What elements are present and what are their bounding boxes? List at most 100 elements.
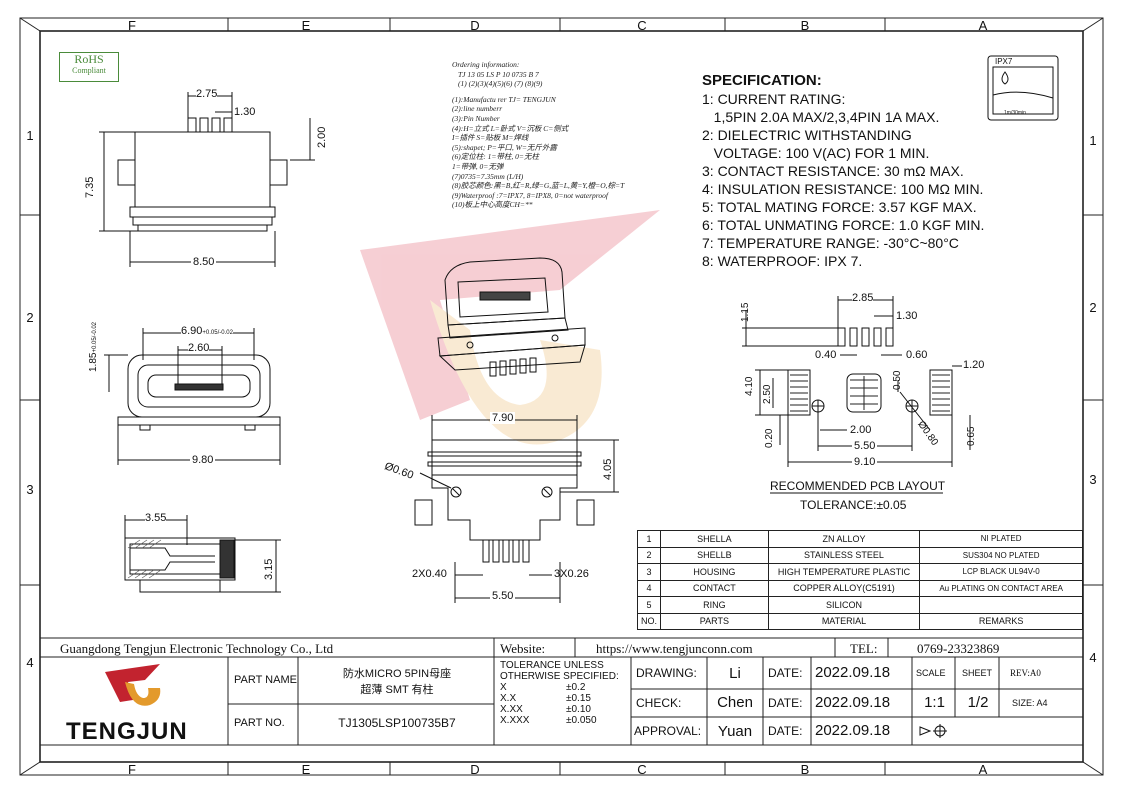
drawing-value: Li xyxy=(729,665,741,682)
scale-value: 1:1 xyxy=(924,694,945,711)
website-label: Website: xyxy=(500,641,546,656)
scale-label: SCALE xyxy=(916,668,946,678)
spec-line: 8: WATERPROOF: IPX 7. xyxy=(702,253,863,269)
grid-row-left-3: 3 xyxy=(26,482,34,497)
rohs-subtitle: Compliant xyxy=(72,66,106,75)
approval-symbol xyxy=(919,724,947,738)
tel-label: TEL: xyxy=(850,641,878,656)
grid-col-top-4: C xyxy=(637,18,647,33)
spec-line: 3: CONTACT RESISTANCE: 30 mΩ MAX. xyxy=(702,163,964,179)
ordering-line: (4):H=立式 L=卧式 V=沉板 C=侧式 xyxy=(452,123,569,133)
dim-185-value: 1.85 xyxy=(88,352,99,372)
bom-cell-part: RING xyxy=(660,596,769,614)
dim-275: 2.75 xyxy=(196,88,218,100)
spec-line: 4: INSULATION RESISTANCE: 100 MΩ MIN. xyxy=(702,181,984,197)
pcb-dim-200: 2.00 xyxy=(850,424,872,436)
bom-cell-no: 1 xyxy=(636,530,662,548)
tolerance-row: X.X±0.15 xyxy=(500,693,619,704)
tolerance-title-1: TOLERANCE UNLESS xyxy=(500,660,604,671)
pcb-dim-115: 1.15 xyxy=(740,302,751,322)
sheet-label: SHEET xyxy=(962,668,993,678)
bom-cell-no: 3 xyxy=(636,563,662,581)
ordering-index: (1) (2)(3)(4)(5)(6) (7) (8)(9) xyxy=(458,79,543,89)
bom-cell-material: COPPER ALLOY(C5191) xyxy=(767,579,921,597)
tolerance-row: X±0.2 xyxy=(500,682,619,693)
grid-row-left-1: 1 xyxy=(26,128,34,143)
revision: REV:A0 xyxy=(1010,668,1041,678)
grid-row-right-2: 2 xyxy=(1089,300,1097,315)
drawing-label: DRAWING: xyxy=(636,666,697,680)
inner-frame xyxy=(39,30,1084,763)
spec-title: SPECIFICATION: xyxy=(702,72,822,89)
tolerance-row: X.XX±0.10 xyxy=(500,704,619,715)
tolerance-key: X.XXX xyxy=(500,715,530,726)
date-value-1: 2022.09.18 xyxy=(815,664,891,681)
brand-name: TENGJUN xyxy=(66,718,188,745)
dim-690: 6.90+0.05/-0.02 xyxy=(181,325,233,337)
tolerance-value: ±0.10 xyxy=(566,704,591,715)
bom-cell-material: STAINLESS STEEL xyxy=(767,546,921,564)
pcb-dim-285: 2.85 xyxy=(852,292,874,304)
outer-frame xyxy=(19,17,1104,776)
ordering-line: (1):Manufactu rer TJ= TENGJUN xyxy=(452,94,556,104)
sheet-size: SIZE: A4 xyxy=(1012,698,1048,708)
title-block-grid xyxy=(40,637,1083,746)
sheet-value: 1/2 xyxy=(967,694,989,711)
dim-130: 1.30 xyxy=(234,106,256,118)
tolerance-key: X.X xyxy=(500,693,517,704)
grid-col-top-2: E xyxy=(301,18,311,33)
dim-980: 9.80 xyxy=(190,454,216,466)
website-link[interactable]: https://www.tengjunconn.com xyxy=(596,641,753,656)
dim-790: 7.90 xyxy=(490,412,516,424)
specification: SPECIFICATION: 1: CURRENT RATING: 1,5PIN… xyxy=(702,72,984,270)
spec-line: 1: CURRENT RATING: xyxy=(702,91,846,107)
ordering-line: I=插件 S=贴板 M=焊线 xyxy=(452,133,529,143)
tolerance-value: ±0.2 xyxy=(566,682,586,693)
bom-cell-remarks xyxy=(919,596,1083,614)
date-value-2: 2022.09.18 xyxy=(815,694,891,711)
grid-row-left-2: 2 xyxy=(26,310,34,325)
pcb-layout xyxy=(742,296,971,467)
approval-value: Yuan xyxy=(717,723,753,740)
dim-405: 4.05 xyxy=(602,458,614,480)
dim-260: 2.60 xyxy=(188,342,210,354)
date-value-3: 2022.09.18 xyxy=(815,722,891,739)
ipx-sublabel: 1m/30min xyxy=(1004,110,1026,116)
grid-row-right-1: 1 xyxy=(1089,133,1097,148)
date-label-3: DATE: xyxy=(768,724,803,738)
grid-row-left-4: 4 xyxy=(26,655,34,670)
check-value: Chen xyxy=(717,694,753,711)
rohs-badge: RoHS Compliant xyxy=(59,52,119,82)
pcb-dim-060: 0.60 xyxy=(906,349,928,361)
date-label-1: DATE: xyxy=(768,666,803,680)
grid-row-right-4: 4 xyxy=(1089,650,1097,665)
side-section-hatch xyxy=(127,539,162,579)
pcb-dim-120: 1.20 xyxy=(963,359,985,371)
part-name-line-1: 防水MICRO 5PIN母座 xyxy=(342,668,452,680)
part-no-value: TJ1305LSP100735B7 xyxy=(338,716,456,730)
grid-col-bottom-3: D xyxy=(470,762,480,777)
dim-850: 8.50 xyxy=(191,256,217,268)
spec-line: VOLTAGE: 100 V(AC) FOR 1 MIN. xyxy=(702,145,930,161)
spec-line: 7: TEMPERATURE RANGE: -30°C~80°C xyxy=(702,235,959,251)
pcb-dim-065: 0.65 xyxy=(966,426,977,446)
pcb-dim-040: 0.40 xyxy=(815,349,837,361)
bom-cell-remarks: NI PLATED xyxy=(919,530,1083,548)
ordering-line: (3):Pin Number xyxy=(452,113,500,123)
grid-col-top-3: D xyxy=(470,18,480,33)
company-name: Guangdong Tengjun Electronic Technology … xyxy=(60,641,334,656)
bom-cell-material: ZN ALLOY xyxy=(767,530,921,548)
pcb-dim-020: 0.20 xyxy=(764,428,775,448)
spec-line: 1,5PIN 2.0A MAX/2,3,4PIN 1A MAX. xyxy=(702,109,940,125)
spec-line: 6: TOTAL UNMATING FORCE: 1.0 KGF MIN. xyxy=(702,217,985,233)
ordering-line: (2):line numberr xyxy=(452,104,503,114)
tolerance-row: X.XXX±0.050 xyxy=(500,715,619,726)
front-view xyxy=(99,92,315,267)
watermark-logo xyxy=(360,210,660,445)
check-label: CHECK: xyxy=(636,696,682,710)
